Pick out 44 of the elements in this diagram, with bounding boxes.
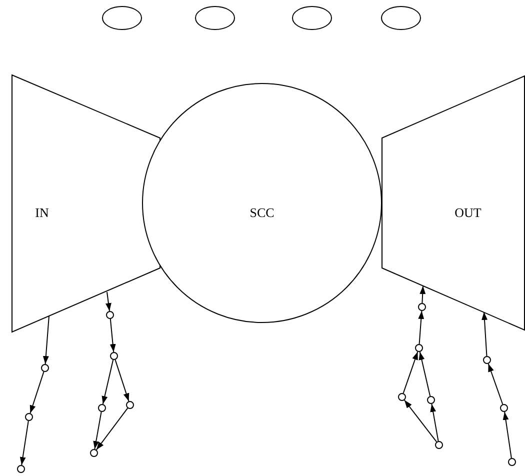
small-circle-node	[398, 393, 406, 401]
small-circle-node	[435, 441, 443, 449]
arrow	[430, 403, 439, 442]
small-circle-node	[98, 404, 106, 412]
arrow	[96, 408, 128, 450]
arrow	[420, 286, 426, 304]
small-circle-node	[415, 344, 423, 352]
arrow	[488, 363, 504, 405]
small-circle-node	[17, 465, 25, 473]
arrow	[102, 359, 114, 405]
node-label: OUT	[454, 205, 482, 221]
arrow	[114, 359, 130, 402]
ellipse-node	[195, 6, 235, 30]
ellipse-node	[102, 6, 142, 30]
small-circle-node	[427, 396, 435, 404]
node-label: SCC	[250, 205, 274, 221]
arrow	[105, 292, 112, 312]
arrow	[418, 310, 424, 344]
small-circle-node	[106, 311, 114, 319]
arrow	[418, 351, 431, 397]
arrow	[20, 420, 29, 466]
small-circle-node	[483, 356, 491, 364]
circle-node	[142, 83, 382, 323]
trapezoid-node	[382, 75, 525, 332]
arrow	[402, 351, 418, 394]
ellipse-node	[292, 6, 332, 30]
small-circle-node	[110, 352, 118, 360]
arrow	[30, 371, 44, 414]
arrow	[404, 400, 438, 442]
node-label: IN	[35, 205, 49, 221]
trapezoid-node	[12, 75, 160, 332]
small-circle-node	[25, 413, 33, 421]
arrow	[110, 318, 116, 353]
small-circle-node	[90, 449, 98, 457]
ellipse-node	[381, 6, 421, 30]
small-circle-node	[500, 404, 508, 412]
arrow	[93, 411, 102, 450]
small-circle-node	[418, 303, 426, 311]
arrow	[482, 312, 488, 356]
small-circle-node	[508, 458, 516, 466]
arrow	[502, 411, 512, 459]
small-circle-node	[126, 401, 134, 409]
small-circle-node	[41, 364, 49, 372]
arrow	[42, 316, 50, 364]
